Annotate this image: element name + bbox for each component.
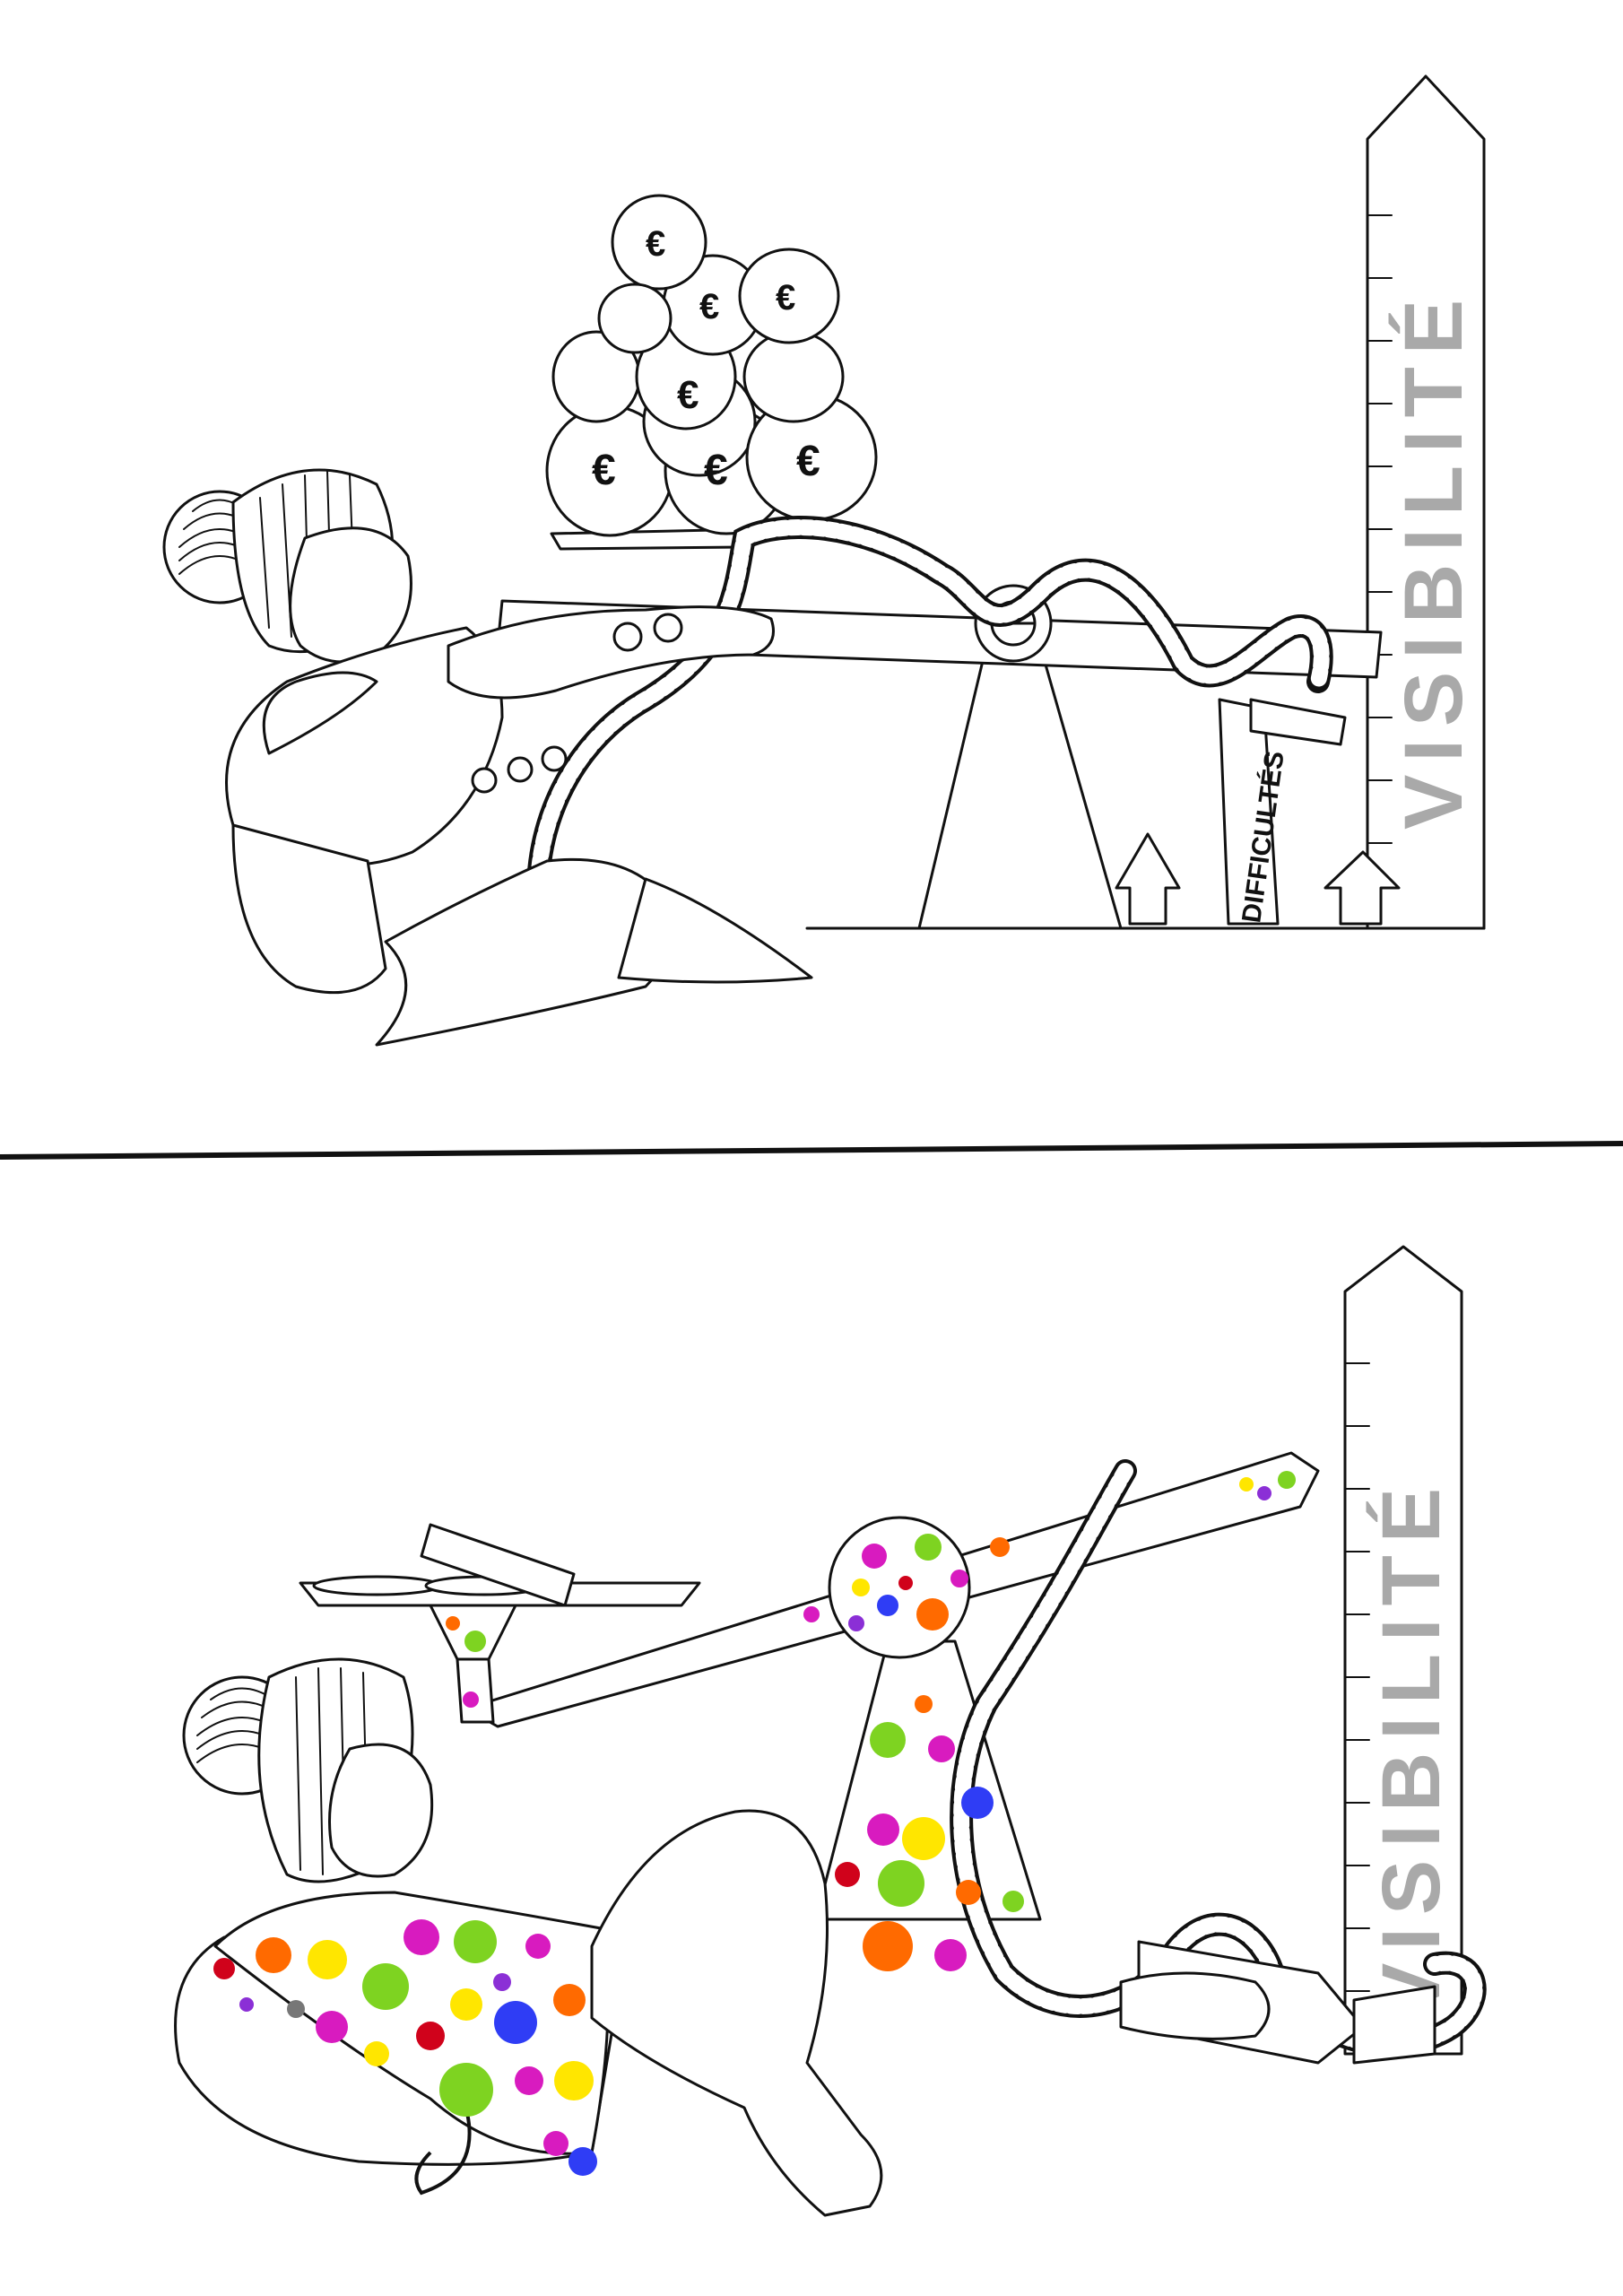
top-collar bbox=[262, 671, 378, 755]
top-face bbox=[289, 526, 412, 664]
top-sprout-arrow-right bbox=[1324, 850, 1401, 926]
bottom-leg bbox=[590, 1809, 883, 2217]
top-back bbox=[231, 823, 387, 995]
top-arm bbox=[447, 605, 775, 700]
euro-sign: € bbox=[592, 447, 616, 494]
watch-icon bbox=[653, 613, 683, 643]
top-rope bbox=[526, 516, 1333, 904]
polka-dots bbox=[213, 1471, 1296, 2176]
coin-stack bbox=[312, 1575, 441, 1596]
top-ruler-body bbox=[1366, 74, 1486, 930]
top-difficulty-sign: DIFFICULTÉS bbox=[1218, 698, 1347, 926]
money-bag bbox=[738, 248, 840, 344]
euro-sign: € bbox=[796, 438, 820, 485]
euro-sign: € bbox=[704, 447, 728, 494]
watch-icon bbox=[507, 756, 534, 783]
bottom-ruler-body bbox=[1343, 1245, 1463, 2056]
coin-stack-tilted bbox=[420, 1523, 576, 1607]
top-visibility-label: VISIBILITÉ bbox=[1387, 287, 1480, 830]
top-scale-base bbox=[917, 644, 1123, 930]
top-sprout-arrow-left bbox=[1115, 832, 1181, 926]
euro-sign: € bbox=[776, 278, 795, 317]
top-money-bags: € € € € € € € bbox=[545, 194, 878, 537]
euro-sign: € bbox=[646, 224, 665, 264]
bottom-anchor-block bbox=[1352, 1985, 1436, 2065]
bottom-visibility-ruler: VISIBILITÉ bbox=[1343, 1245, 1463, 2056]
bottom-panel: VISIBILITÉ bbox=[174, 1245, 1487, 2217]
money-bag bbox=[742, 330, 845, 423]
watch-icon bbox=[471, 767, 498, 794]
difficulty-post-cap bbox=[1249, 698, 1347, 746]
bottom-tray-post bbox=[456, 1657, 495, 1724]
difficulty-post bbox=[1218, 698, 1280, 926]
top-panel: VISIBILITÉ € € € € € € bbox=[162, 74, 1486, 1047]
money-bag bbox=[611, 194, 707, 291]
bottom-woman-figure bbox=[174, 1657, 1271, 2217]
money-bag bbox=[597, 283, 673, 354]
bottom-scale-pivot bbox=[828, 1516, 971, 1659]
watch-icon bbox=[541, 745, 568, 772]
euro-sign: € bbox=[677, 373, 699, 417]
top-woman-figure bbox=[162, 468, 813, 1047]
watch-icon bbox=[612, 622, 643, 652]
panel-divider bbox=[0, 1141, 1623, 1160]
top-visibility-ruler: VISIBILITÉ bbox=[1366, 74, 1486, 930]
bottom-visibility-label: VISIBILITÉ bbox=[1365, 1475, 1457, 2018]
bottom-bag-handle bbox=[414, 2093, 472, 2196]
euro-sign: € bbox=[699, 287, 719, 326]
bottom-arm bbox=[1119, 1971, 1271, 2040]
bottom-face bbox=[328, 1743, 434, 1878]
top-foot bbox=[617, 877, 813, 984]
